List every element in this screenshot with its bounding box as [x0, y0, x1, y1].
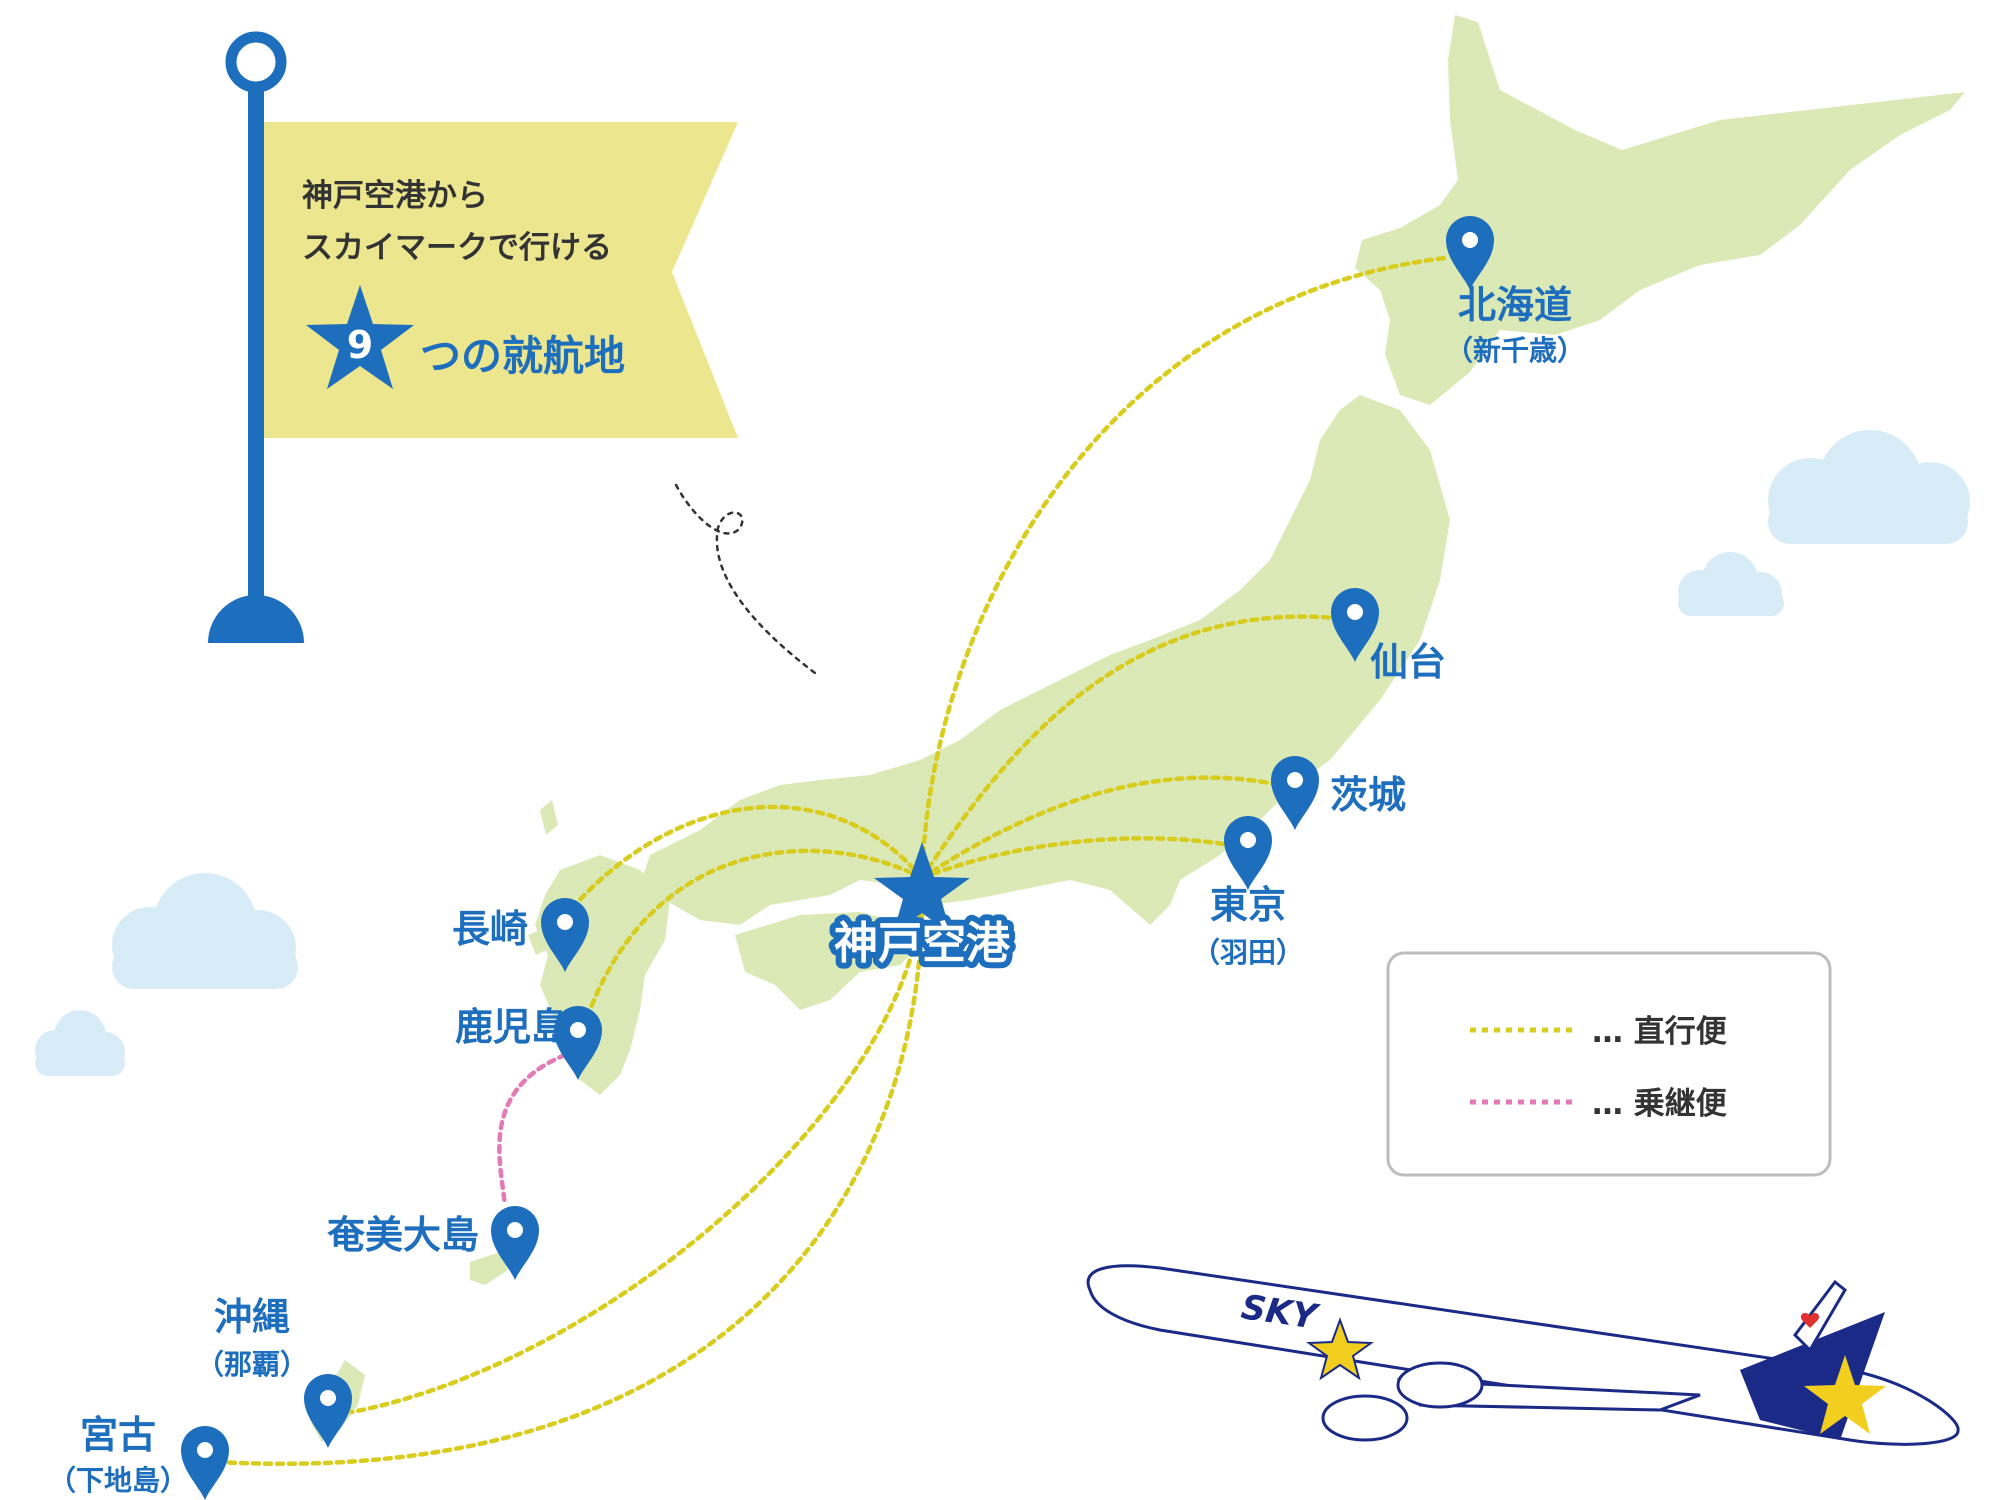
clouds — [35, 430, 1970, 1076]
map-pin-icon — [1271, 756, 1319, 830]
destination-amami: 奄美大島 — [327, 1206, 539, 1280]
tsushima-island — [540, 800, 558, 835]
destination-sendai: 仙台 — [1331, 588, 1446, 684]
route-line-amami — [497, 1052, 568, 1208]
map-pin-dot — [320, 1390, 336, 1406]
map-pin-icon — [181, 1426, 229, 1500]
route-line-nagasaki — [572, 804, 925, 908]
airplane-illustration: SKY — [1086, 1264, 1960, 1446]
flag-line-2: スカイマークで行ける — [302, 230, 612, 266]
map-pin-dot — [507, 1222, 523, 1238]
routes — [215, 255, 1448, 1466]
destination-miyako: 宮古 （下地島） — [48, 1413, 229, 1500]
plane-heart-icon — [1800, 1313, 1820, 1328]
star-badge-icon — [306, 285, 414, 389]
hub-marker: 神戸空港 — [828, 842, 1017, 975]
destination-name: 沖縄 — [214, 1295, 290, 1339]
map-pin-icon — [491, 1206, 539, 1280]
map-pin-dot — [1240, 832, 1256, 848]
map-pin-dot — [1347, 604, 1363, 620]
map-pin-dot — [1287, 772, 1303, 788]
route-line-miyako — [215, 875, 925, 1466]
map-pin-icon — [554, 1006, 602, 1080]
map-pin-icon — [1446, 216, 1494, 290]
amami-island — [470, 1252, 508, 1285]
plane-fuselage — [1086, 1264, 1960, 1446]
map-pin-icon — [541, 898, 589, 972]
map-pin-dot — [1462, 232, 1478, 248]
legend-connecting-label: … 乗継便 — [1592, 1086, 1728, 1122]
map-pin-icon — [1331, 588, 1379, 662]
destination-airport: （羽田） — [1192, 936, 1304, 969]
cloud-icon — [112, 873, 298, 989]
flag-line-1: 神戸空港から — [302, 178, 488, 214]
destination-name: 茨城 — [1330, 773, 1406, 817]
destination-name: 北海道 — [1458, 283, 1572, 327]
route-line-kagoshima — [587, 848, 925, 1013]
destination-ibaraki: 茨城 — [1271, 756, 1406, 830]
route-line-ibaraki — [919, 775, 1283, 881]
destination-kagoshima: 鹿児島 — [455, 1005, 602, 1080]
route-line-sendai — [919, 614, 1338, 881]
destination-name: 奄美大島 — [327, 1213, 479, 1257]
destination-name: 東京 — [1210, 883, 1286, 927]
map-pin-dot — [197, 1442, 213, 1458]
destination-name: 宮古 — [80, 1413, 156, 1457]
destination-name: 仙台 — [1370, 640, 1446, 684]
sado-island — [1335, 655, 1360, 690]
flag-pole — [248, 62, 264, 610]
legend-direct-label: … 直行便 — [1592, 1014, 1728, 1050]
cloud-icon — [1678, 552, 1784, 616]
destination-name: 鹿児島 — [455, 1005, 569, 1049]
hub-label: 神戸空港 — [834, 918, 1011, 969]
legend: … 直行便 … 乗継便 — [1386, 951, 1832, 1177]
route-line-hokkaido — [919, 255, 1448, 881]
flag-banner — [264, 122, 738, 438]
hokkaido-island — [1355, 15, 1965, 405]
plane-tail-star-icon — [1804, 1355, 1886, 1434]
map-pin-dot — [557, 914, 573, 930]
destination-airport: （下地島） — [48, 1464, 188, 1497]
cloud-icon — [1768, 430, 1970, 544]
honshu-island — [640, 395, 1450, 925]
destination-name: 長崎 — [452, 907, 528, 951]
destination-airport: （那覇） — [196, 1348, 308, 1381]
destination-tokyo: 東京 （羽田） — [1192, 816, 1304, 969]
map-pin-icon — [304, 1374, 352, 1448]
map-pin-dot — [570, 1022, 586, 1038]
flag-pole-base — [208, 595, 304, 643]
shikoku-island — [735, 912, 920, 1010]
plane-livery-star-icon — [1306, 1317, 1374, 1381]
decor-flight-trail — [674, 483, 817, 675]
destination-nagasaki: 長崎 — [452, 898, 589, 972]
hub-star-icon — [874, 842, 970, 934]
destination-okinawa: 沖縄 （那覇） — [196, 1295, 352, 1448]
destination-count-suffix: つの就航地 — [420, 332, 625, 380]
plane-winglet — [1793, 1279, 1847, 1353]
route-line-tokyo — [919, 836, 1233, 881]
plane-engine — [1321, 1394, 1409, 1442]
map-pin-icon — [1224, 816, 1272, 890]
destination-airport: （新千歳） — [1445, 334, 1585, 367]
plane-engine — [1396, 1361, 1484, 1409]
destination-count: 9 — [347, 323, 373, 367]
intro-flag: 神戸空港から スカイマークで行ける 9 つの就航地 — [208, 31, 738, 643]
flag-pole-ring — [225, 31, 287, 93]
legend-box — [1386, 951, 1832, 1177]
destination-hokkaido: 北海道 （新千歳） — [1445, 216, 1585, 367]
cloud-icon — [35, 1010, 125, 1076]
